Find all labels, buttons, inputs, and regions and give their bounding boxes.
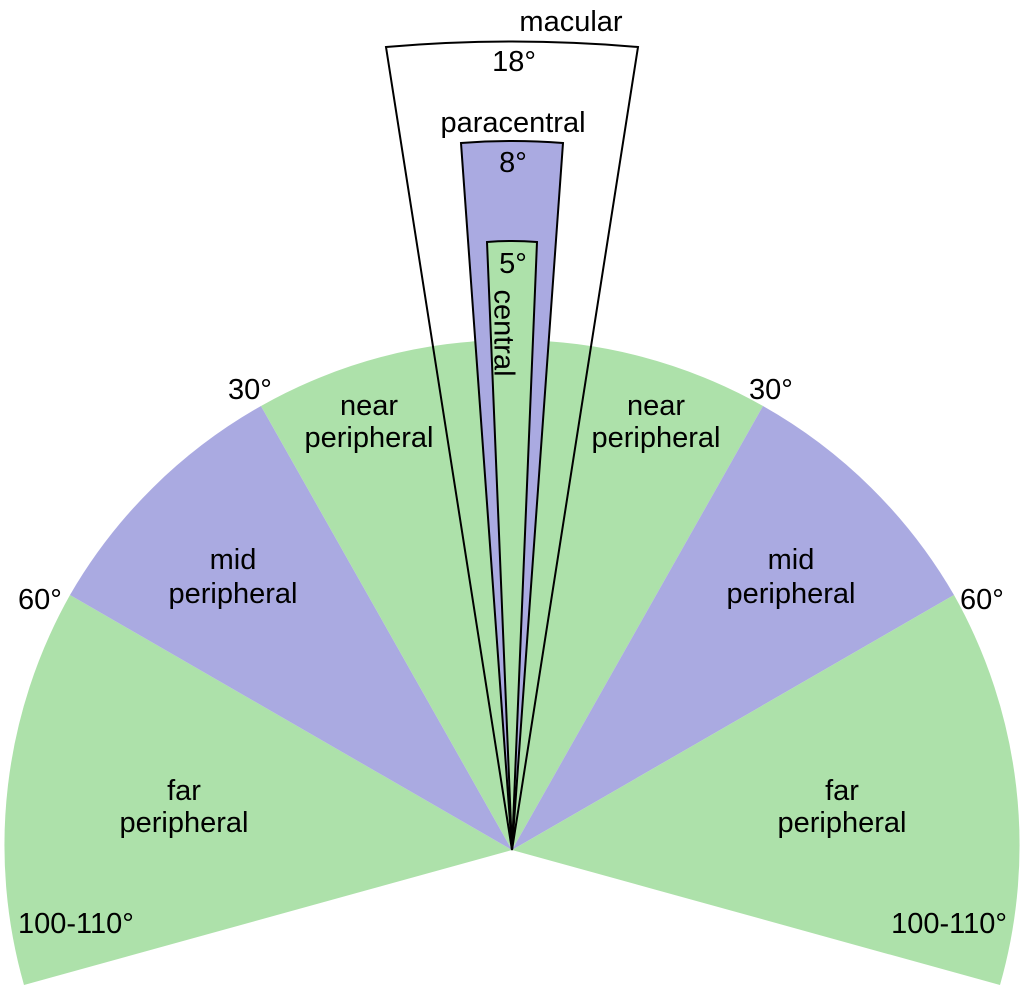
macular-wedge xyxy=(384,40,640,851)
central-wedge xyxy=(485,240,539,851)
near-peripheral-left-line2: peripheral xyxy=(305,422,434,454)
angle-label-30-right: 30° xyxy=(749,374,793,406)
macular-angle: 18° xyxy=(492,46,536,78)
far-peripheral-right-line1: far xyxy=(825,775,859,807)
macular-label: macular xyxy=(519,6,622,38)
angle-label-100-110-left: 100-110° xyxy=(18,908,134,940)
near-peripheral-left-line1: near xyxy=(340,390,398,422)
mid-peripheral-left-line2: peripheral xyxy=(169,578,298,610)
paracentral-angle: 8° xyxy=(499,147,527,179)
far-peripheral-right-sector xyxy=(512,595,1020,985)
near-peripheral-right-line1: near xyxy=(627,390,685,422)
mid-peripheral-left-sector xyxy=(70,406,512,850)
mid-peripheral-right-line2: peripheral xyxy=(727,578,856,610)
mid-peripheral-right-sector xyxy=(512,406,954,850)
paracentral-label: paracentral xyxy=(440,107,585,139)
far-peripheral-right-line2: peripheral xyxy=(778,807,907,839)
mid-peripheral-left-line1: mid xyxy=(210,544,257,576)
central-label: central xyxy=(487,289,519,376)
angle-label-60-right: 60° xyxy=(960,584,1004,616)
central-angle: 5° xyxy=(499,248,527,280)
far-peripheral-left-sector xyxy=(4,595,512,985)
angle-label-60-left: 60° xyxy=(18,584,62,616)
angle-label-30-left: 30° xyxy=(228,374,272,406)
far-peripheral-left-line2: peripheral xyxy=(120,807,249,839)
near-peripheral-right-line2: peripheral xyxy=(592,422,721,454)
angle-label-100-110-right: 100-110° xyxy=(891,908,1007,940)
far-peripheral-left-line1: far xyxy=(167,775,201,807)
mid-peripheral-right-line1: mid xyxy=(768,544,815,576)
